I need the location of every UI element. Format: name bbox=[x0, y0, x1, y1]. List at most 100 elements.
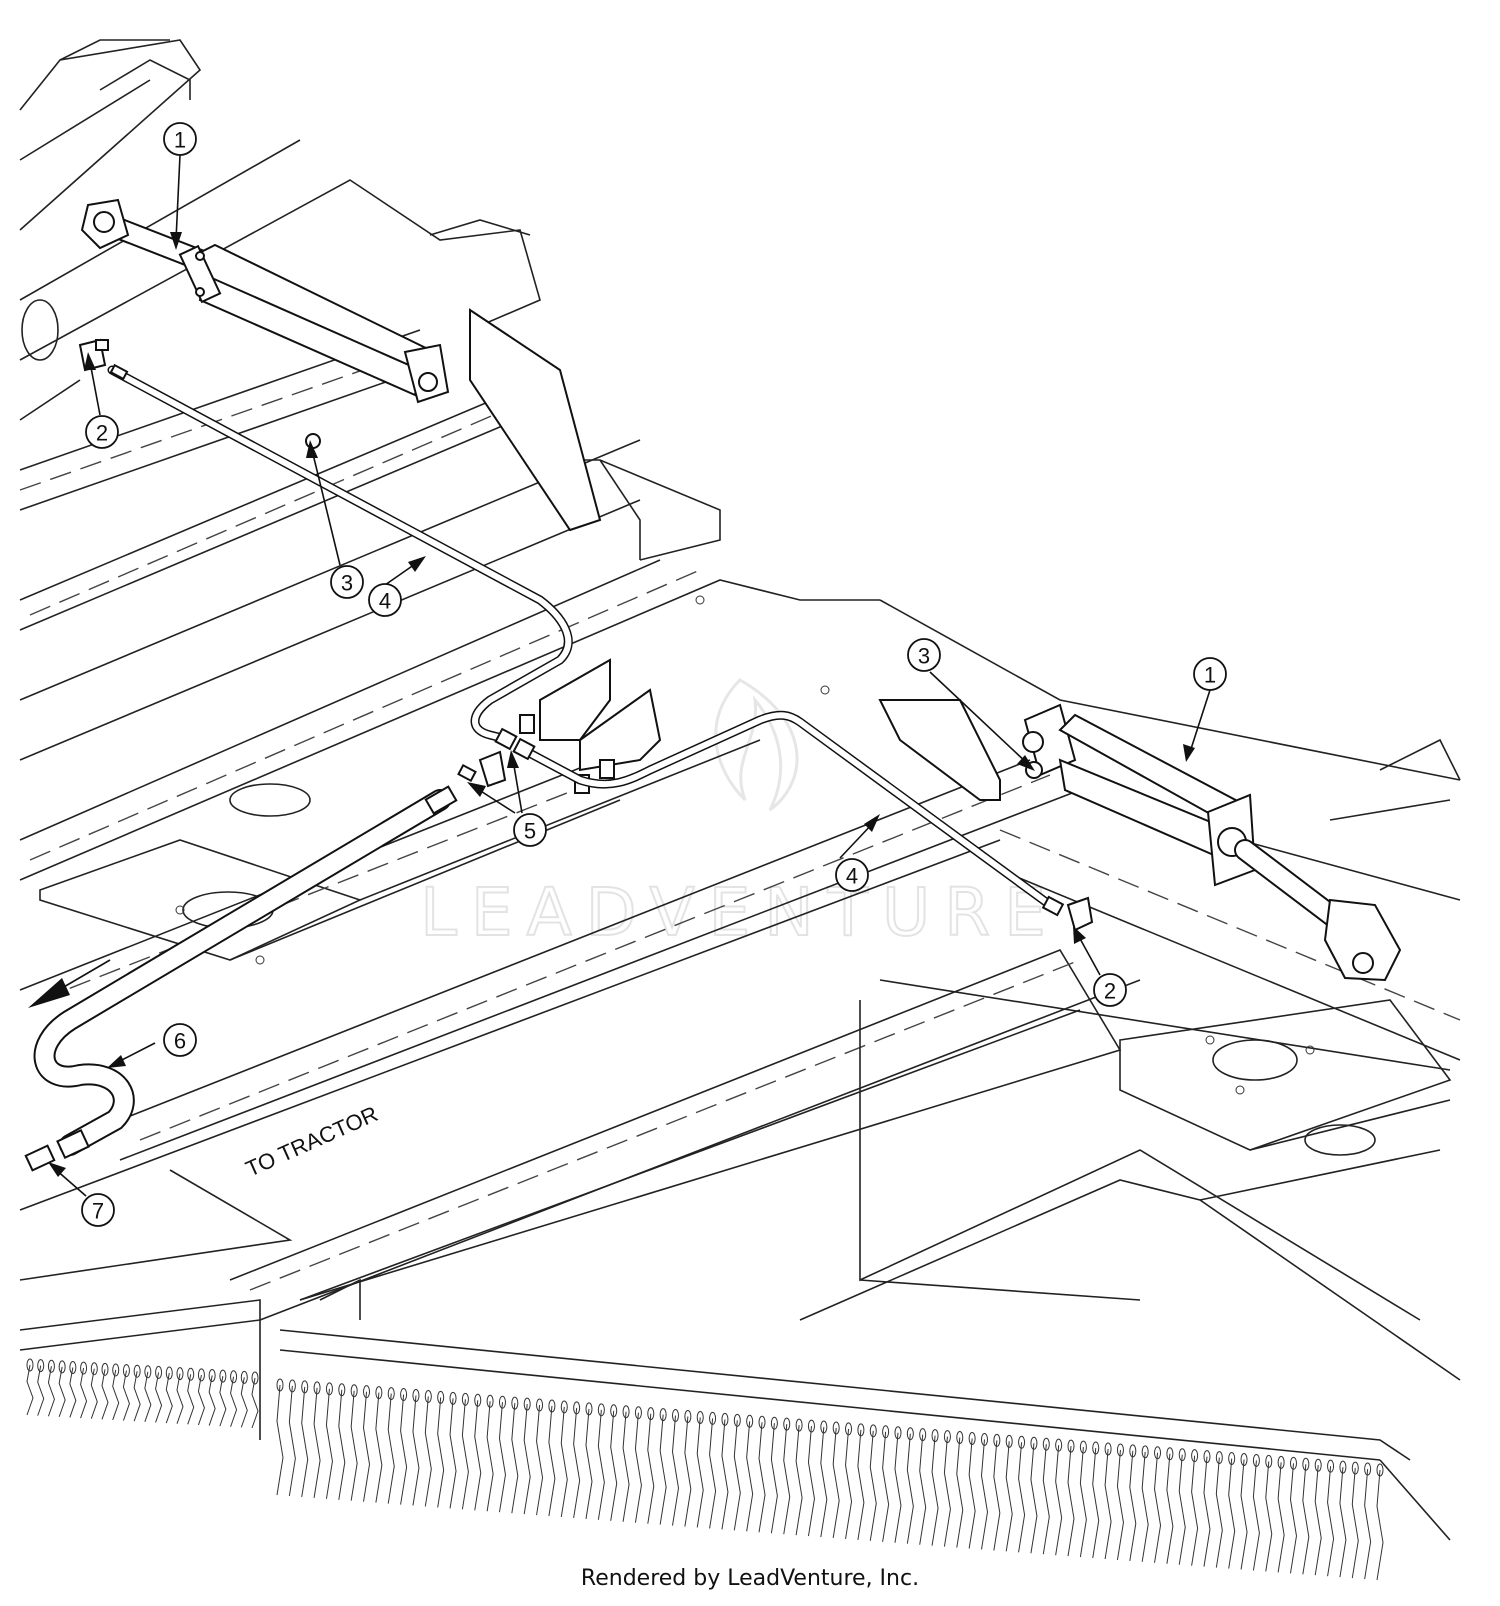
chain-ring bbox=[412, 1389, 420, 1403]
chain-link bbox=[37, 1365, 45, 1416]
chain-link bbox=[943, 1436, 951, 1547]
chain-link bbox=[857, 1429, 865, 1540]
callout-4-top[interactable]: 4 bbox=[368, 583, 402, 617]
chain-link bbox=[1339, 1467, 1347, 1578]
chain-ring bbox=[219, 1369, 227, 1383]
chain-ring bbox=[122, 1364, 130, 1378]
chain-link bbox=[795, 1425, 803, 1536]
chain-link bbox=[1252, 1460, 1260, 1571]
chain-link bbox=[1277, 1462, 1285, 1573]
hydraulic-cylinder-right bbox=[1022, 703, 1402, 982]
chain-ring bbox=[1067, 1439, 1075, 1453]
chain-link bbox=[845, 1428, 853, 1540]
callout-4-middle[interactable]: 4 bbox=[835, 858, 869, 892]
chain-link bbox=[548, 1405, 556, 1517]
chain-link bbox=[1079, 1447, 1087, 1558]
chain-link bbox=[610, 1410, 618, 1521]
chain-link bbox=[208, 1375, 216, 1426]
chain-ring bbox=[610, 1404, 618, 1418]
chain-ring bbox=[112, 1363, 120, 1377]
chain-link bbox=[597, 1409, 605, 1520]
chain-ring bbox=[80, 1361, 88, 1375]
chain-ring bbox=[208, 1369, 216, 1383]
chain-ring bbox=[573, 1401, 581, 1415]
chain-link bbox=[101, 1369, 109, 1420]
chain-ring bbox=[1030, 1436, 1038, 1450]
to-tractor-label: TO TRACTOR bbox=[242, 1101, 382, 1182]
chain-link bbox=[1327, 1466, 1335, 1577]
callout-number: 4 bbox=[846, 864, 858, 889]
chain-link bbox=[313, 1387, 321, 1498]
chain-ring bbox=[820, 1420, 828, 1434]
chain-link bbox=[338, 1389, 346, 1500]
chain-ring bbox=[795, 1418, 803, 1432]
callout-3-right[interactable]: 3 bbox=[907, 638, 941, 672]
chain-link bbox=[1154, 1452, 1162, 1563]
chain-link bbox=[1166, 1453, 1174, 1564]
chain-link bbox=[931, 1435, 939, 1546]
chain-link bbox=[122, 1370, 130, 1421]
callout-number: 2 bbox=[96, 421, 108, 446]
chain-ring bbox=[1042, 1437, 1050, 1451]
chain-ring bbox=[721, 1412, 729, 1426]
chain-ring bbox=[240, 1370, 248, 1384]
chain-ring bbox=[1154, 1446, 1162, 1460]
chain-link bbox=[980, 1439, 989, 1550]
chain-ring bbox=[58, 1360, 66, 1374]
chain-link bbox=[1092, 1447, 1100, 1559]
chain-link bbox=[993, 1440, 1001, 1551]
chain-ring bbox=[597, 1403, 605, 1417]
chain-ring bbox=[144, 1365, 152, 1379]
chain-ring bbox=[1302, 1457, 1310, 1471]
chain-ring bbox=[1203, 1450, 1211, 1464]
hydraulic-cylinder-top bbox=[80, 198, 450, 404]
chain-ring bbox=[634, 1406, 642, 1420]
chain-ring bbox=[1104, 1442, 1112, 1456]
chain-ring bbox=[101, 1362, 109, 1376]
chain-ring bbox=[696, 1410, 704, 1424]
chain-link bbox=[956, 1437, 964, 1548]
callout-5[interactable]: 5 bbox=[513, 813, 547, 847]
chain-ring bbox=[325, 1382, 333, 1396]
chain-link bbox=[325, 1388, 333, 1499]
chain-ring bbox=[746, 1414, 754, 1428]
chain-ring bbox=[894, 1426, 902, 1440]
chain-link bbox=[1018, 1442, 1026, 1553]
callout-1-top[interactable]: 1 bbox=[163, 122, 197, 156]
chain-ring bbox=[313, 1381, 321, 1395]
chain-ring bbox=[1314, 1458, 1322, 1472]
hydraulic-lines bbox=[33, 365, 1055, 1156]
chain-link bbox=[144, 1371, 152, 1422]
mower-frame bbox=[19, 39, 1461, 1541]
callout-1-right[interactable]: 1 bbox=[1193, 657, 1227, 691]
chain-link bbox=[363, 1391, 371, 1502]
chain-ring bbox=[90, 1362, 98, 1376]
chain-link bbox=[288, 1385, 296, 1497]
chain-link bbox=[486, 1401, 494, 1512]
callout-2-right[interactable]: 2 bbox=[1093, 973, 1127, 1007]
chain-ring bbox=[770, 1416, 778, 1430]
callout-number: 1 bbox=[1204, 663, 1216, 688]
chain-ring bbox=[301, 1380, 309, 1394]
chain-link bbox=[412, 1395, 420, 1506]
chain-ring bbox=[1327, 1459, 1335, 1473]
chain-ring bbox=[276, 1378, 284, 1392]
chain-ring bbox=[807, 1419, 815, 1433]
chain-ring bbox=[387, 1387, 395, 1401]
callout-7[interactable]: 7 bbox=[81, 1193, 115, 1227]
chain-link bbox=[1265, 1461, 1273, 1572]
chain-ring bbox=[882, 1425, 890, 1439]
chain-link bbox=[869, 1430, 877, 1541]
chain-link bbox=[400, 1394, 408, 1505]
chain-ring bbox=[1339, 1460, 1347, 1474]
callout-6[interactable]: 6 bbox=[163, 1023, 197, 1057]
callout-3-top[interactable]: 3 bbox=[330, 565, 364, 599]
chain-link bbox=[733, 1420, 741, 1531]
callout-2-top[interactable]: 2 bbox=[85, 415, 119, 449]
chain-link bbox=[1228, 1458, 1236, 1569]
chain-link bbox=[26, 1364, 34, 1416]
chain-ring bbox=[1178, 1448, 1186, 1462]
callout-number: 7 bbox=[92, 1199, 104, 1224]
chain-link bbox=[807, 1426, 815, 1537]
chain-ring bbox=[906, 1427, 914, 1441]
